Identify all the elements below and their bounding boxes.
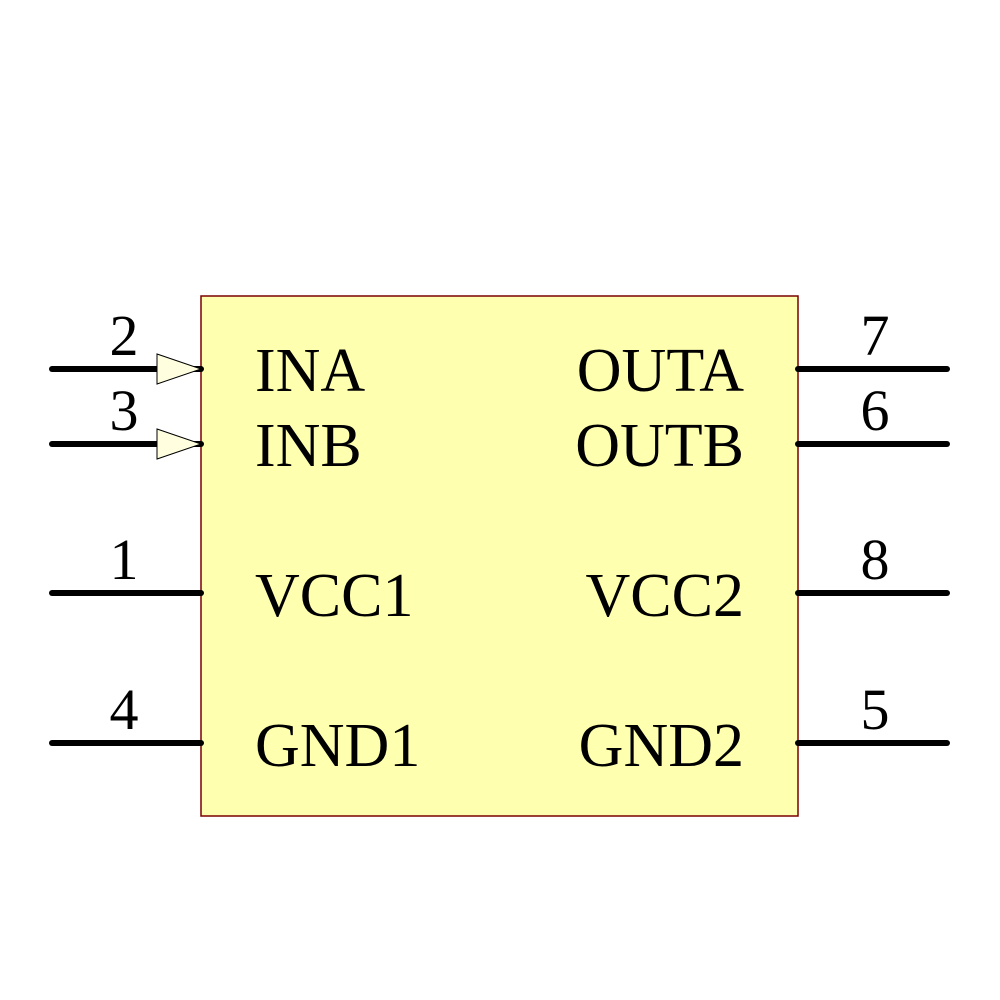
pin-name: VCC1 (255, 562, 413, 630)
pin-name: VCC2 (586, 562, 744, 630)
pin-6[interactable]: 6 OUTB (575, 378, 950, 480)
input-arrow-icon (156, 353, 203, 385)
pin-5[interactable]: 5 GND2 (579, 677, 950, 780)
pin-name: GND1 (255, 712, 420, 780)
pin-1[interactable]: 1 VCC1 (49, 527, 413, 630)
pin-number: 7 (861, 303, 890, 368)
input-arrow-icon (156, 428, 203, 460)
pin-number: 8 (861, 527, 890, 592)
pin-number: 1 (110, 527, 139, 592)
pin-name: OUTA (577, 337, 744, 405)
pin-number: 2 (110, 303, 139, 368)
component-body[interactable] (200, 295, 799, 817)
pin-name: GND2 (579, 712, 744, 780)
pin-number: 6 (861, 378, 890, 443)
pin-number: 5 (861, 677, 890, 742)
pin-3[interactable]: 3 INB (49, 378, 362, 480)
pin-8[interactable]: 8 VCC2 (586, 527, 950, 630)
pin-name: INB (255, 412, 362, 480)
pin-number: 4 (110, 677, 139, 742)
pin-2[interactable]: 2 INA (49, 303, 365, 405)
pin-name: INA (255, 337, 365, 405)
pin-number: 3 (110, 378, 139, 443)
pin-name: OUTB (575, 412, 744, 480)
pin-4[interactable]: 4 GND1 (49, 677, 420, 780)
pin-7[interactable]: 7 OUTA (577, 303, 950, 405)
